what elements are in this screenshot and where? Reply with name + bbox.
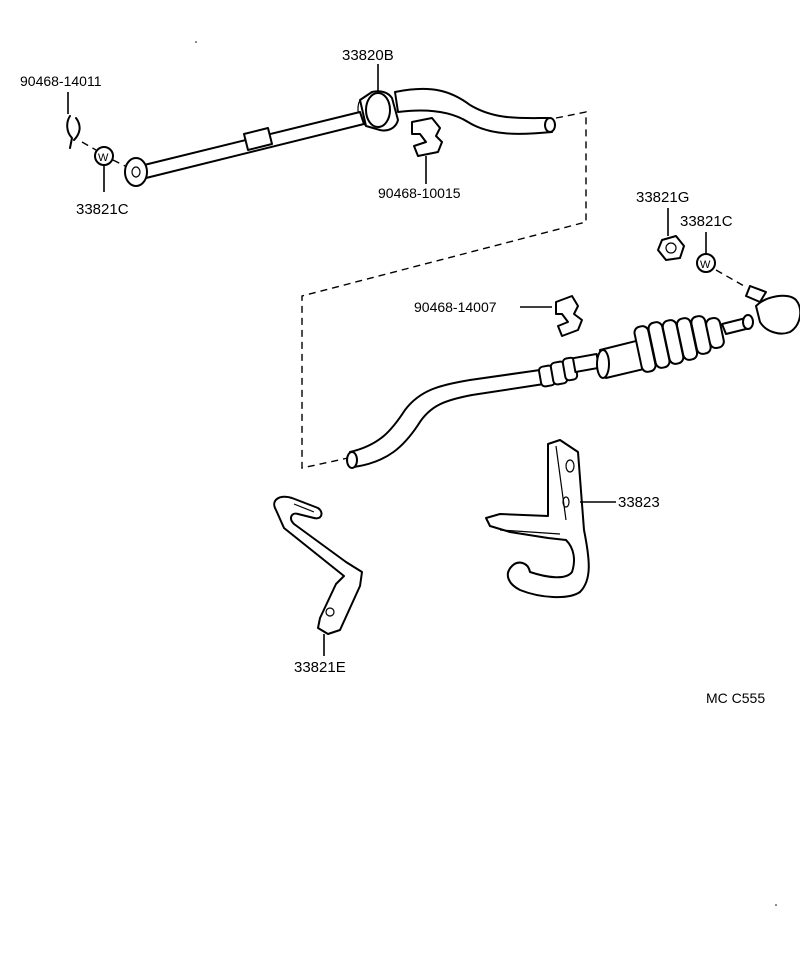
retaining-clip-middle (411, 117, 443, 157)
bracket-right (485, 439, 590, 599)
retaining-clip-top-left (66, 115, 81, 149)
retaining-clip-lower (555, 295, 583, 337)
label-33823: 33823 (618, 494, 660, 511)
bracket-left (273, 495, 363, 635)
nut (657, 235, 685, 261)
label-33821C-left: 33821C (76, 201, 129, 218)
control-cable-lower (346, 285, 800, 469)
label-33821C-right: 33821C (680, 213, 733, 230)
label-90468-14007: 90468-14007 (414, 299, 497, 315)
label-33821E: 33821E (294, 659, 346, 676)
label-90468-10015: 90468-10015 (378, 185, 461, 201)
label-33820B: 33820B (342, 47, 394, 64)
label-90468-14011: 90468-14011 (20, 73, 102, 89)
washer-right: W (696, 253, 716, 273)
svg-text:W: W (98, 152, 109, 164)
connection-dashed-line (301, 111, 587, 469)
washer-top-left: W (94, 146, 114, 166)
diagram-code: MC C555 (706, 690, 765, 706)
label-33821G: 33821G (636, 189, 689, 206)
svg-text:W: W (700, 259, 711, 271)
control-cable-upper (124, 87, 556, 187)
